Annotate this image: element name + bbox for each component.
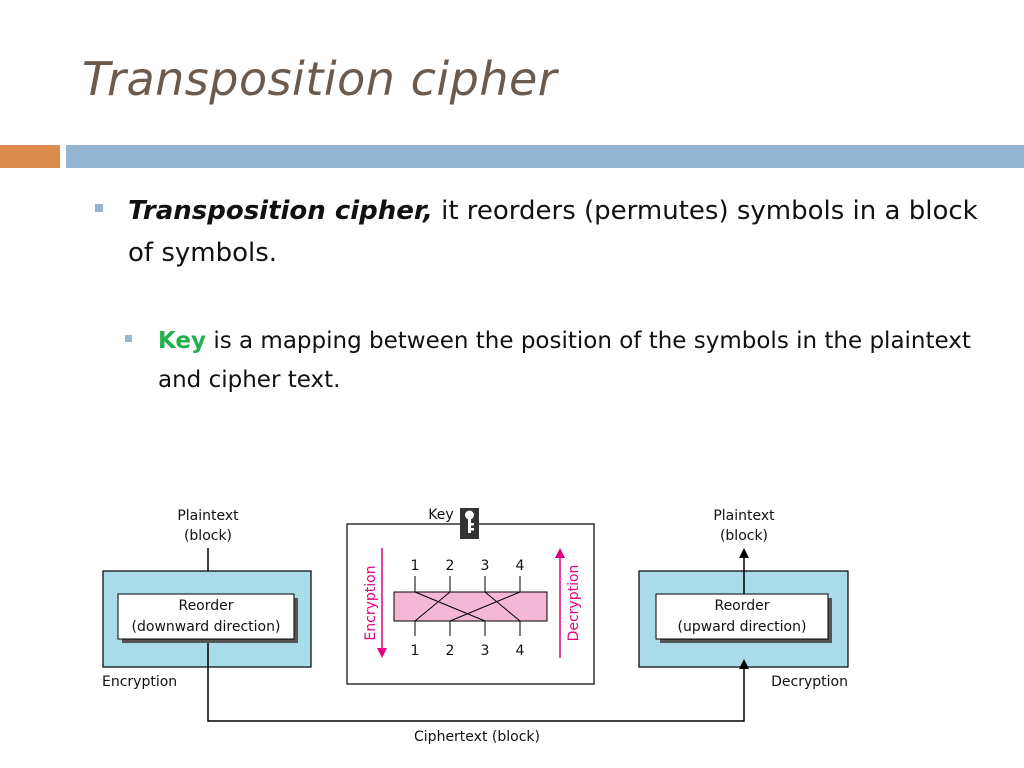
key-icon: [460, 508, 479, 539]
slide-title: Transposition cipher: [82, 52, 558, 106]
bottom-number-3: 3: [481, 643, 490, 659]
accent-bar-blue: [66, 145, 1024, 168]
bullet-text: it reorders (permutes) symbols in a bloc…: [128, 196, 978, 268]
bullet-key-definition: Key is a mapping between the position of…: [158, 322, 978, 400]
center-decryption-label: Decryption: [566, 565, 582, 642]
center-encryption-label: Encryption: [363, 565, 379, 640]
bullet-marker: [95, 204, 103, 212]
permutation-lines: [414, 591, 521, 622]
bullet-text: is a mapping between the position of the…: [158, 328, 971, 393]
top-number-3: 3: [481, 558, 490, 574]
encryption-label: Encryption: [102, 674, 177, 690]
left-input-label-2: (block): [184, 528, 232, 544]
permutation-bottom-ticks: [414, 621, 521, 636]
permutation-top-ticks: [414, 576, 521, 592]
bottom-number-1: 1: [411, 643, 420, 659]
reorder-down-box: [117, 593, 295, 640]
term-transposition-cipher: Transposition cipher,: [128, 196, 433, 226]
left-input-label-1: Plaintext: [177, 508, 239, 524]
bottom-number-2: 2: [446, 643, 455, 659]
accent-bar-orange: [0, 145, 60, 168]
reorder-down-title: Reorder: [178, 598, 233, 614]
top-number-2: 2: [446, 558, 455, 574]
ciphertext-label: Ciphertext (block): [414, 729, 540, 745]
reorder-up-title: Reorder: [714, 598, 769, 614]
permutation-box: [393, 591, 548, 622]
right-output-label-1: Plaintext: [713, 508, 775, 524]
ciphertext-channel-arrow: [207, 643, 749, 722]
top-number-4: 4: [516, 558, 525, 574]
bullet-transposition-definition: Transposition cipher, it reorders (permu…: [128, 190, 988, 274]
reorder-up-subtitle: (upward direction): [678, 619, 807, 635]
sub-bullet-marker: [125, 335, 132, 342]
bottom-number-4: 4: [516, 643, 525, 659]
top-number-1: 1: [411, 558, 420, 574]
reorder-down-subtitle: (downward direction): [132, 619, 281, 635]
decryption-label: Decryption: [771, 674, 848, 690]
key-label: Key: [428, 507, 453, 523]
term-key: Key: [158, 328, 207, 354]
right-output-label-2: (block): [720, 528, 768, 544]
reorder-up-box: [655, 593, 829, 640]
